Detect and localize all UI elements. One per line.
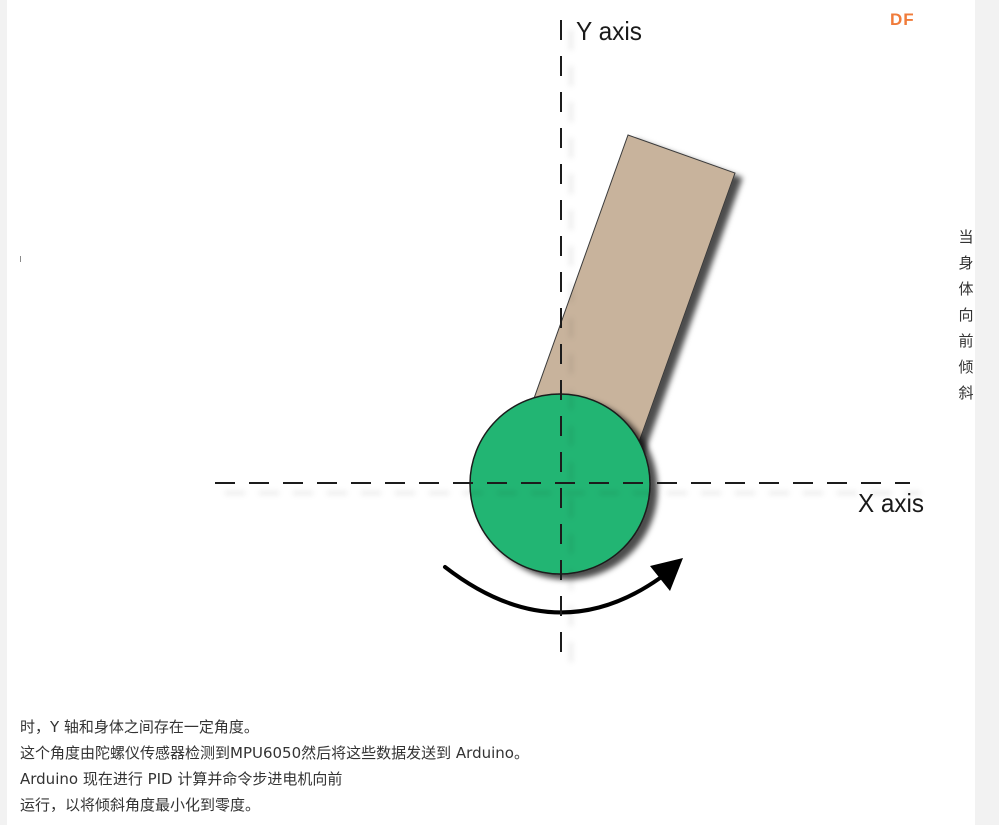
content-panel xyxy=(7,0,975,825)
df-logo: DF xyxy=(890,10,915,29)
side-caption: 当身体向前倾斜 xyxy=(958,228,974,402)
article-text: 时，Y 轴和身体之间存在一定角度。 这个角度由陀螺仪传感器检测到MPU6050然… xyxy=(20,714,529,818)
x-axis-label: X axis xyxy=(858,488,924,518)
axes xyxy=(215,20,910,668)
balance-diagram: Y axis X axis DF xyxy=(215,10,924,668)
rotation-arrow-curve xyxy=(443,565,662,615)
article-line: 运行，以将倾斜角度最小化到零度。 xyxy=(20,796,261,814)
rotation-arrow xyxy=(443,558,683,615)
article-line: 时，Y 轴和身体之间存在一定角度。 xyxy=(20,718,259,736)
y-axis-label: Y axis xyxy=(576,16,642,46)
article-line: Arduino 现在进行 PID 计算并命令步进电机向前 xyxy=(20,770,343,788)
rotation-arrowhead-icon xyxy=(650,558,683,591)
stray-mark xyxy=(20,256,21,262)
article-line: 这个角度由陀螺仪传感器检测到MPU6050然后将这些数据发送到 Arduino。 xyxy=(20,744,529,762)
